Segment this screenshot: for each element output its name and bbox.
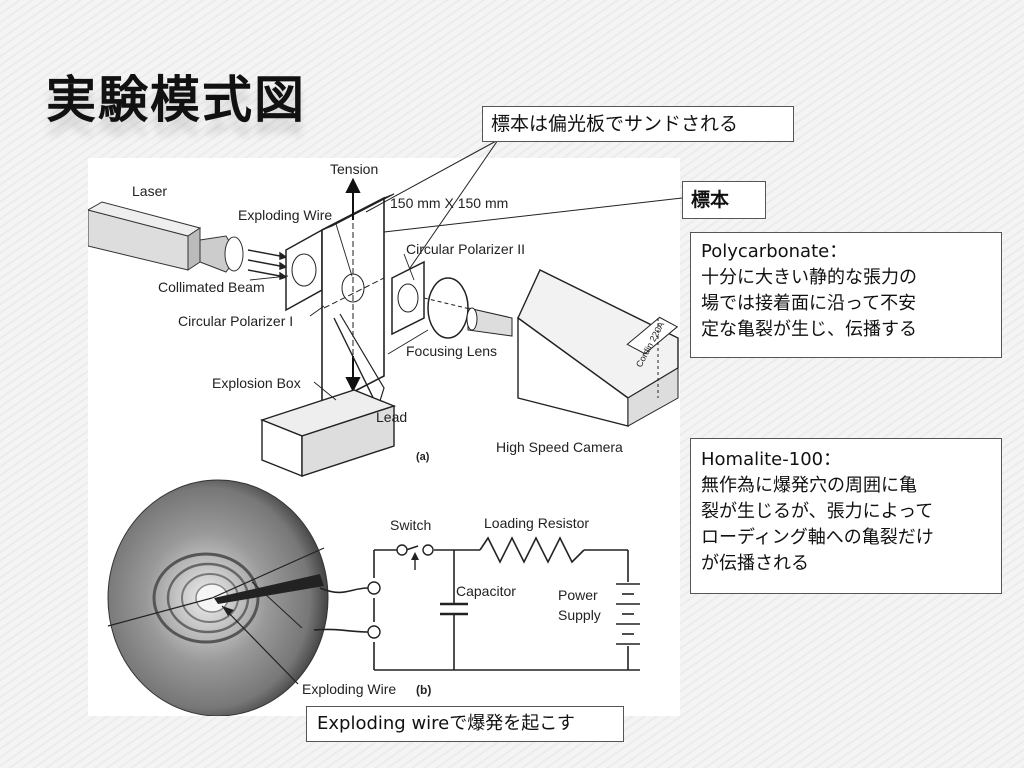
label-exploding-wire-b: Exploding Wire [302,681,396,697]
label-circular-polarizer-1: Circular Polarizer I [178,313,293,329]
power-supply-battery [616,583,640,645]
label-panel-b: (b) [416,683,431,697]
experiment-figure: Cordin 220A Laser Tension Exploding Wire… [88,158,680,716]
polycarbonate-title: Polycarbonate： [701,241,848,262]
callout-polycarbonate: Polycarbonate： 十分に大きい静的な張力の 場では接着面に沿って不安… [690,232,1002,358]
high-speed-camera [466,269,679,427]
label-panel-a: (a) [416,451,430,463]
pointer-lines [249,223,429,401]
label-exploding-wire: Exploding Wire [238,207,332,223]
label-explosion-box: Explosion Box [212,375,301,391]
label-lead: Lead [376,409,407,425]
beam-expander [199,235,244,273]
label-switch: Switch [390,517,431,533]
crack-photograph [107,479,329,716]
tension-arrows [345,177,361,393]
specimen-plate [321,193,395,410]
label-focusing-lens: Focusing Lens [406,343,497,359]
label-laser: Laser [132,183,167,199]
callout-homalite: Homalite-100： 無作為に爆発穴の周囲に亀 裂が生じるが、張力によって… [690,438,1002,594]
callout-specimen-sandwich: 標本は偏光板でサンドされる [482,106,794,142]
label-loading-resistor: Loading Resistor [484,515,589,531]
homalite-body: 無作為に爆発穴の周囲に亀 裂が生じるが、張力によって ローディング軸への亀裂だけ… [701,475,934,574]
laser-body [88,201,202,271]
schematic-diagram: Cordin 220A Laser Tension Exploding Wire… [88,161,679,716]
switch-contacts [367,544,434,639]
slide-title: 実験模式図 [46,71,306,129]
label-specimen-size: 150 mm X 150 mm [390,195,508,211]
label-supply: Supply [558,607,601,623]
exploding-wire-pointer [221,605,299,685]
homalite-title: Homalite-100： [701,449,842,470]
label-power: Power [558,587,598,603]
label-collimated-beam: Collimated Beam [158,279,265,295]
callout-specimen: 標本 [682,181,766,219]
circuit [313,536,640,671]
focusing-lens [427,277,469,339]
explosion-box [259,389,397,478]
collimated-beam-arrows [247,249,288,280]
circular-polarizer-1 [285,228,323,312]
label-capacitor: Capacitor [456,583,516,599]
callout-exploding-wire: Exploding wireで爆発を起こす [306,706,624,742]
label-circular-polarizer-2: Circular Polarizer II [406,241,525,257]
label-tension: Tension [330,161,378,177]
circular-polarizer-2 [391,260,425,336]
polycarbonate-body: 十分に大きい静的な張力の 場では接着面に沿って不安 定な亀裂が生じ、伝播する [701,267,917,340]
label-high-speed-camera: High Speed Camera [496,439,623,455]
